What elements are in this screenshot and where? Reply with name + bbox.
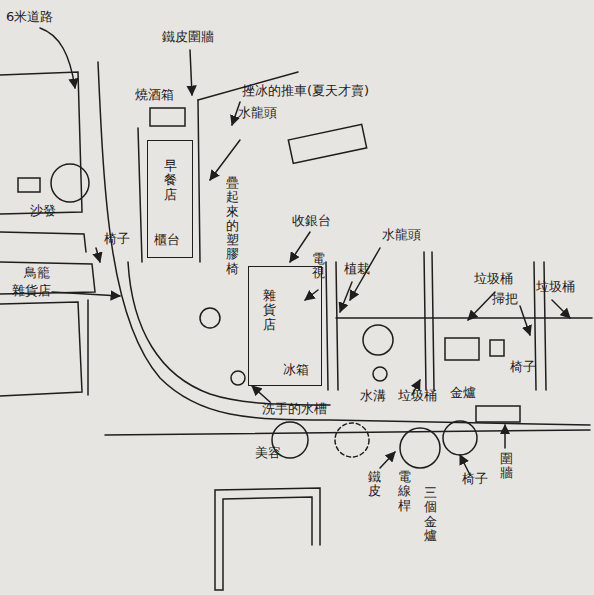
map-label: 圍牆 <box>500 452 513 481</box>
map-label: 燒酒箱 <box>135 88 174 103</box>
sketch-stroke <box>552 300 570 318</box>
fixture-label: 冰箱 <box>283 363 309 378</box>
sketch-stroke <box>363 325 393 355</box>
sketch-stroke <box>373 367 387 381</box>
sketch-stroke <box>504 425 506 448</box>
shop-name: 雜貨店 <box>263 289 276 332</box>
map-label: 垃圾桶 <box>398 389 437 404</box>
map-label: 雜貨店 <box>12 284 51 299</box>
sketch-stroke <box>0 72 82 214</box>
map-label: 垃圾桶 <box>474 272 513 287</box>
map-label: 垃圾桶 <box>536 280 575 295</box>
shop-name: 早餐店 <box>164 159 177 202</box>
sketch-stroke <box>198 100 200 262</box>
sketch-stroke <box>326 262 328 390</box>
map-label: 水龍頭 <box>382 228 421 243</box>
sketch-stroke <box>0 302 82 396</box>
map-label: 金爐 <box>450 386 476 401</box>
sketch-stroke <box>51 164 89 202</box>
map-label: 水龍頭 <box>238 106 277 121</box>
sketch-stroke <box>52 292 120 296</box>
map-label: 椅子 <box>104 232 130 247</box>
sketch-stroke <box>520 306 530 335</box>
map-label: 沙發 <box>30 204 56 219</box>
map-label: 美容 <box>255 446 281 461</box>
map-label: 三個金爐 <box>424 486 437 543</box>
sketch-stroke <box>190 50 192 95</box>
map-label: 掃把 <box>492 292 518 307</box>
map-label: 挫冰的推車(夏天才賣) <box>242 84 369 99</box>
map-label: 疊起來的塑膠椅 <box>226 176 239 276</box>
map-label: 鐵皮圍牆 <box>162 30 214 45</box>
sketch-stroke <box>96 248 100 262</box>
sketch-stroke <box>290 232 310 262</box>
sketch-stroke <box>380 452 395 468</box>
sketch-stroke <box>252 386 270 402</box>
sketch-stroke <box>400 428 440 468</box>
sketch-stroke <box>18 178 40 192</box>
map-label: 6米道路 <box>6 10 53 25</box>
map-label: 收銀台 <box>292 214 331 229</box>
sketch-stroke <box>150 108 185 126</box>
sketch-stroke <box>98 62 590 425</box>
sketch-stroke <box>335 423 369 457</box>
sketch-stroke <box>200 308 220 328</box>
map-label: 水溝 <box>360 389 386 404</box>
map-label: 椅子 <box>510 360 536 375</box>
map-label: 洗手的水槽 <box>262 402 327 417</box>
sketch-stroke <box>210 140 240 180</box>
sketch-stroke <box>288 124 366 163</box>
map-label: 鐵皮 <box>368 470 381 499</box>
sketch-stroke <box>476 406 520 422</box>
map-label: 鳥籠 <box>24 266 50 281</box>
sketch-stroke <box>105 430 590 435</box>
sketch-stroke <box>215 488 320 590</box>
sketch-stroke <box>490 340 504 356</box>
map-label: 電線桿 <box>398 470 411 513</box>
sketch-stroke <box>340 282 352 312</box>
sketch-stroke <box>336 262 338 390</box>
sketch-stroke <box>432 252 434 390</box>
building-box: 雜貨店冰箱 <box>248 266 322 386</box>
sketch-stroke <box>40 28 75 88</box>
sketch-stroke <box>231 371 245 385</box>
sketch-stroke <box>336 317 592 319</box>
map-label: 電視 <box>312 252 325 281</box>
sketch-stroke <box>424 252 426 390</box>
building-box: 早餐店櫃台 <box>147 140 193 258</box>
sketch-stroke <box>138 128 142 262</box>
sketch-stroke <box>443 421 477 455</box>
sketch-stroke <box>0 232 86 252</box>
sketch-stroke <box>87 300 89 395</box>
sketch-stroke <box>305 290 318 300</box>
map-label: 植栽 <box>344 262 370 277</box>
sketch-stroke <box>128 262 330 405</box>
sketch-stroke <box>468 292 495 320</box>
fixture-label: 櫃台 <box>154 233 180 248</box>
map-label: 椅子 <box>462 472 488 487</box>
sketch-stroke <box>445 338 479 360</box>
